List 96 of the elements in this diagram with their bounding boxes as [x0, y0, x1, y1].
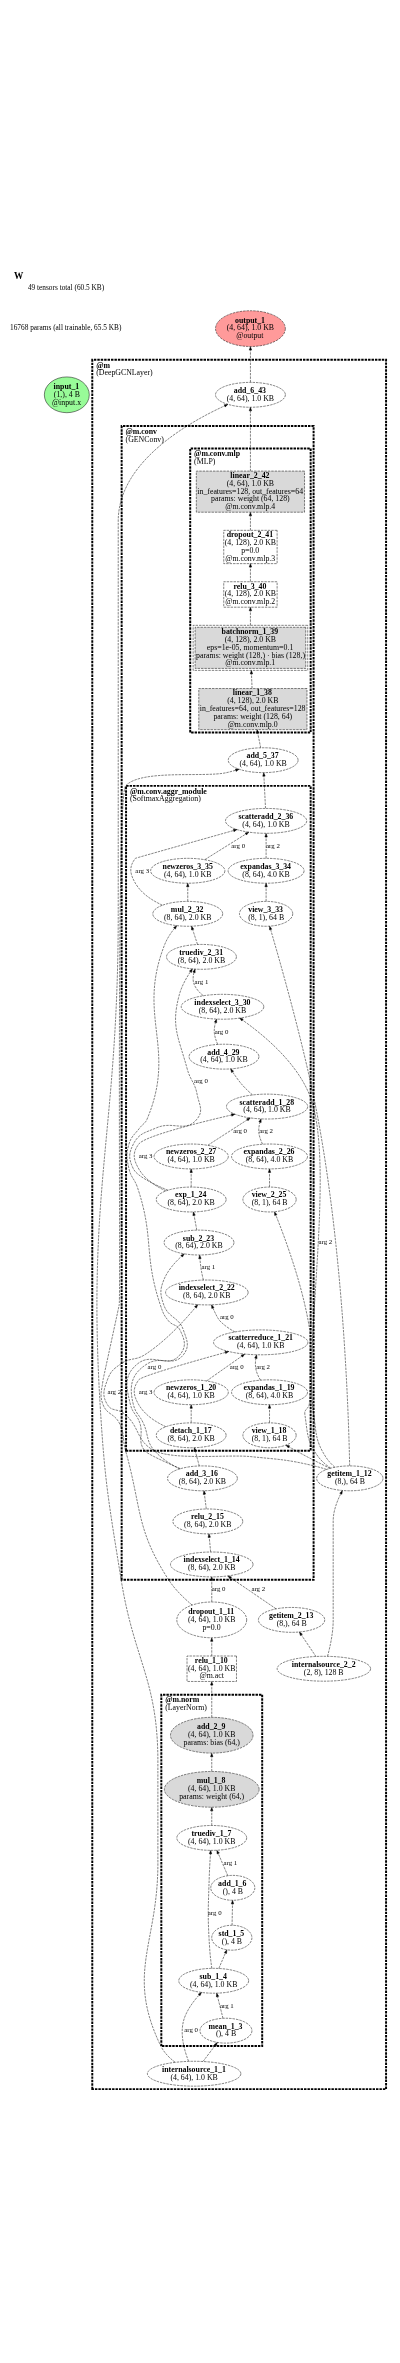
arrow — [204, 831, 249, 860]
arrow — [327, 1490, 343, 1657]
arrow — [210, 1681, 214, 1718]
arrow — [202, 2042, 218, 2062]
node-ellipse: internalsource_1_1 (4, 64), 1.0 KB — [147, 2061, 242, 2087]
arrow — [126, 925, 185, 1469]
node-ellipse: detach_1_17 (8, 64), 2.0 KB — [156, 1422, 227, 1448]
arrow — [206, 1353, 245, 1382]
arrow — [256, 729, 261, 748]
arrow — [133, 1113, 236, 1192]
node-ellipse: relu_2_15 (8, 64), 2.0 KB — [172, 1508, 243, 1535]
node-ellipse: mean_1_3 (), 4 B — [199, 2018, 253, 2044]
node-ellipse: view_2_25 (8, 1), 64 B — [242, 1186, 297, 1213]
node-ellipse: add_4_29 (4, 64), 1.0 KB — [188, 1044, 260, 1070]
arrow — [131, 1253, 188, 1470]
arrow — [258, 1118, 263, 1145]
arrow — [192, 968, 204, 996]
arrow — [134, 1351, 229, 1427]
arrow — [285, 1444, 331, 1469]
node-ellipse: input_1 (1,), 4 B @input.x — [44, 376, 90, 413]
arrow — [207, 1533, 211, 1553]
arrow — [249, 512, 252, 531]
arrow — [268, 1168, 271, 1188]
node-ellipse: indexselect_2_22 (8, 64), 2.0 KB — [165, 1279, 249, 1306]
node-ellipse: newzeros_2_27 (4, 64), 1.0 KB — [153, 1143, 229, 1170]
arrow — [189, 1168, 193, 1188]
arrow — [208, 1850, 213, 1969]
label: 16768 params (all trainable, 65.5 KB) — [10, 323, 122, 333]
node-box: linear_1_38 (4, 128), 2.0 KB in_features=64, out_features=128 params: weight (128, 64) @m.conv.mlp.0 — [198, 688, 308, 730]
node-ellipse: output_1 (4, 64), 1.0 KB @output — [215, 310, 286, 347]
node-box: linear_2_42 (4, 64), 1.0 KB in_features=128, out_features=64 params: weight (64, 128) @m.conv.mlp.4 — [196, 470, 305, 513]
arrow — [100, 768, 240, 1606]
node-ellipse: add_3_16 (8, 64), 2.0 KB — [167, 1465, 238, 1492]
arrow — [264, 833, 268, 859]
node-box-text: relu_3_40 (4, 128), 2.0 KB @m.conv.mlp.2 — [223, 581, 278, 608]
arrow — [262, 772, 266, 809]
arrow — [193, 1447, 200, 1467]
node-box-text: dropout_2_41 (4, 128), 2.0 KB p=0.0 @m.conv.mlp.3 — [223, 530, 278, 564]
arrow — [249, 407, 252, 472]
arrow — [211, 1304, 236, 1333]
label: 49 tensors total (60.5 KB) — [27, 283, 105, 293]
arrow — [269, 925, 350, 1467]
arrow — [186, 883, 190, 902]
arrow — [214, 1019, 218, 1045]
arrow — [254, 1354, 261, 1381]
arrow — [249, 563, 252, 582]
arrow — [191, 926, 198, 945]
node-ellipse: view_3_33 (8, 1), 64 B — [239, 901, 293, 927]
node-ellipse: truediv_2_31 (8, 64), 2.0 KB — [166, 944, 237, 970]
node-ellipse: add_1_6 (), 4 B — [210, 1875, 256, 1901]
arrow — [216, 1850, 228, 1876]
node-ellipse: std_1_5 (), 4 B — [211, 1925, 253, 1951]
node-ellipse: add_2_9 (4, 64), 1.0 KB params: bias (64,) — [170, 1717, 254, 1754]
node-ellipse: dropout_1_11 (4, 64), 1.0 KB p=0.0 — [176, 1601, 247, 1639]
arrow — [130, 829, 238, 906]
node-ellipse: newzeros_3_35 (4, 64), 1.0 KB — [150, 858, 226, 884]
arrow — [210, 1753, 214, 1772]
arrow — [227, 1575, 277, 1609]
arrow — [207, 1117, 251, 1146]
arrow — [96, 404, 229, 2063]
node-ellipse: getitem_1_12 (8,), 64 B — [316, 1465, 384, 1492]
arrow — [192, 1211, 197, 1231]
arrow — [239, 1017, 335, 1468]
node-ellipse: mul_1_8 (4, 64), 1.0 KB params: weight (64,) — [164, 1771, 260, 1808]
arrow — [198, 1254, 204, 1281]
node-ellipse: sub_1_4 (4, 64), 1.0 KB — [178, 1968, 249, 1994]
arrow — [210, 1576, 214, 1603]
arrow — [230, 1068, 253, 1096]
arrow — [203, 1490, 207, 1509]
node-ellipse: expandas_2_26 (8, 64), 4.0 KB — [231, 1143, 308, 1170]
node-ellipse: newzeros_1_20 (4, 64), 1.0 KB — [153, 1379, 229, 1405]
arrow — [189, 1404, 193, 1423]
arrow — [264, 883, 268, 902]
arrow — [268, 1404, 271, 1423]
arrow — [181, 1992, 202, 2062]
arrow — [249, 607, 252, 626]
diagram-title: W — [13, 270, 24, 281]
node-ellipse: internalsource_2_2 (2, 8), 128 B — [276, 1656, 371, 1682]
node-ellipse: expandas_1_19 (8, 64), 4.0 KB — [231, 1379, 308, 1405]
arrow — [249, 346, 252, 383]
arrow — [210, 1807, 214, 1826]
arrow — [231, 1900, 234, 1926]
arrow — [210, 1637, 214, 1657]
arrow — [216, 1993, 224, 2019]
node-ellipse: exp_1_24 (8, 64), 2.0 KB — [156, 1186, 227, 1213]
node-ellipse: truediv_1_7 (4, 64), 1.0 KB — [176, 1825, 247, 1851]
arrow — [103, 1304, 327, 1470]
arrow — [129, 968, 201, 1191]
arrow — [218, 1949, 228, 1969]
node-box-text: relu_1_10 (4, 64), 1.0 KB @m.act — [186, 1655, 237, 1682]
node-ellipse: getitem_2_13 (8,), 64 B — [258, 1607, 325, 1633]
arrow — [250, 670, 253, 689]
arrow — [299, 1631, 317, 1657]
node-ellipse: expandas_3_34 (8, 64), 4.0 KB — [227, 858, 305, 884]
node-ellipse: mul_2_32 (8, 64), 2.0 KB — [152, 901, 223, 927]
arrow — [274, 1211, 331, 1469]
